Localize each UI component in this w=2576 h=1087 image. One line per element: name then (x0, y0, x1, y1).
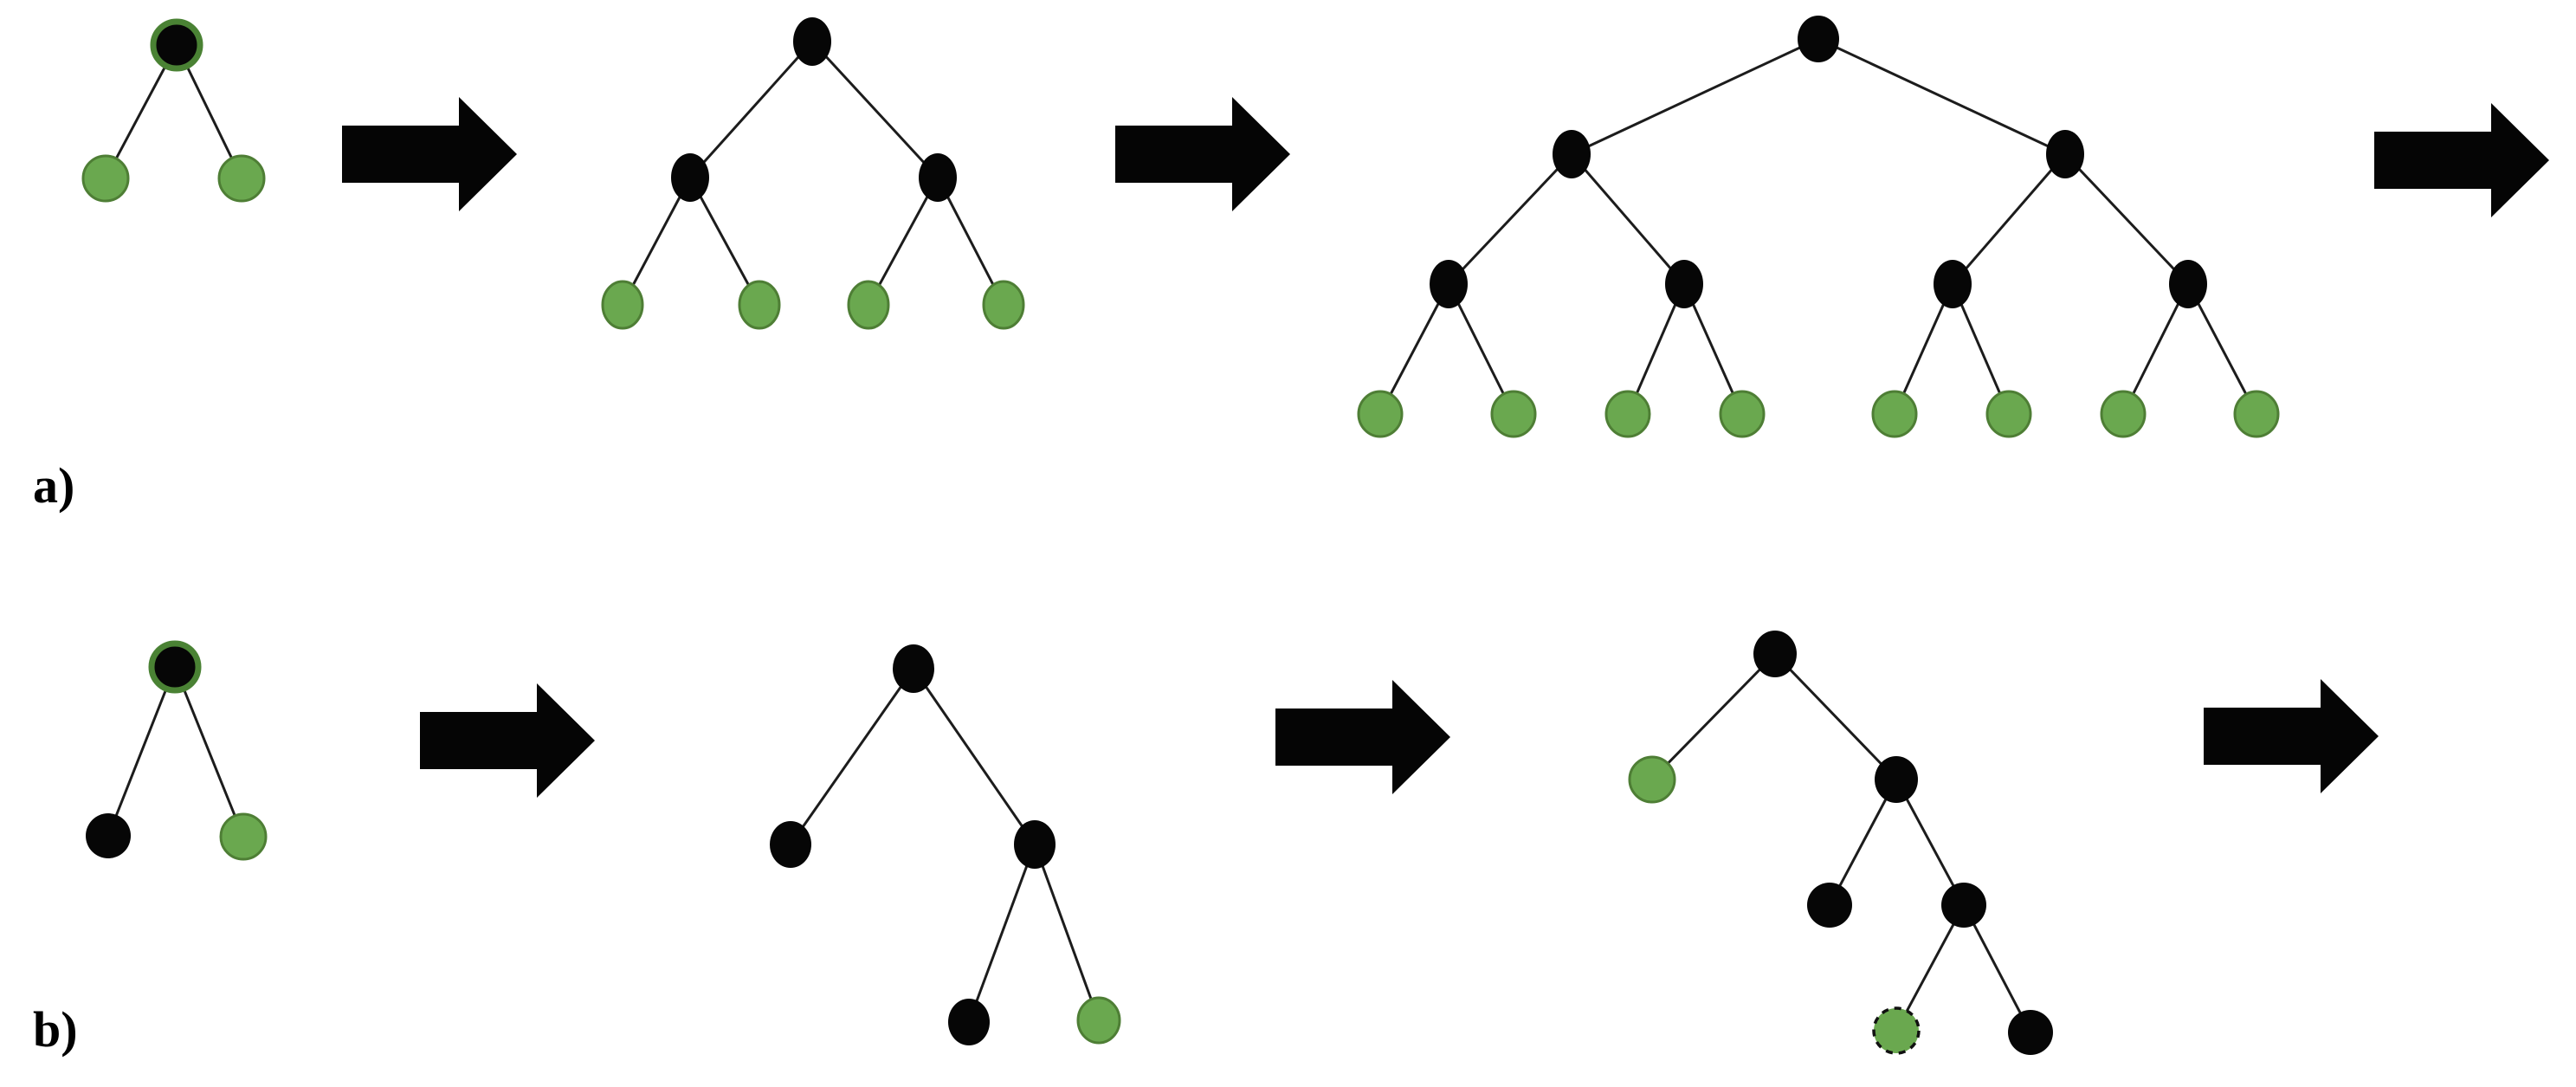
tree-edge (867, 177, 939, 306)
internal-node-black (1553, 130, 1591, 178)
leaf-node-green (1628, 755, 1676, 804)
tree-edge (1447, 152, 1573, 286)
internal-node-black (1430, 260, 1468, 308)
row-label-a: a) (33, 457, 74, 514)
tree-row-a (81, 16, 2549, 438)
leaf-node-green (982, 280, 1025, 330)
row-label-b: b) (33, 1001, 78, 1058)
tree-edge (810, 40, 939, 179)
leaf-node-green (847, 280, 890, 330)
tree-edge (1962, 904, 2032, 1033)
tree-edge (688, 40, 814, 179)
leaf-node-green (2100, 390, 2147, 438)
tree-edge (2063, 152, 2190, 286)
internal-node-black (2008, 1010, 2053, 1055)
tree-step-1-degenerate (86, 640, 268, 861)
tree-edge (1951, 153, 2067, 285)
tree-edge (1447, 283, 1515, 415)
growth-step-arrow-icon (2374, 103, 2549, 217)
tree-step-2-balanced (601, 17, 1025, 330)
tree-edge (688, 177, 761, 306)
leaf-node-green (738, 280, 781, 330)
internal-node-black (2046, 130, 2084, 178)
leaf-node-green (1490, 390, 1537, 438)
internal-node-black (793, 17, 831, 66)
tree-edge (621, 177, 692, 306)
internal-node-black (671, 153, 709, 202)
root-node-black-green-ring (150, 18, 203, 72)
leaf-node-green (1719, 390, 1766, 438)
leaf-node-green (1985, 390, 2032, 438)
tree-edge (1817, 37, 2066, 156)
leaf-node-green (1076, 996, 1121, 1045)
leaf-node-green (1357, 390, 1404, 438)
internal-node-black (1014, 820, 1056, 869)
tree-row-b (86, 631, 2379, 1055)
internal-node-black (86, 813, 131, 858)
internal-node-black (1665, 260, 1703, 308)
internal-node-black (1934, 260, 1972, 308)
tree-edge (912, 668, 1036, 845)
leaf-node-green (217, 154, 266, 203)
leaf-node-green (219, 812, 268, 861)
internal-node-black (1807, 883, 1852, 928)
internal-node-black (893, 644, 934, 693)
growth-step-arrow-icon (342, 97, 517, 211)
tree-edge (1650, 652, 1777, 781)
growth-step-arrow-icon (1275, 680, 1450, 794)
tree-edge (2121, 283, 2190, 415)
tree-edge (1570, 153, 1686, 285)
internal-node-black (1875, 756, 1918, 803)
tree-edge (1571, 37, 1819, 156)
diagram-content (81, 16, 2549, 1055)
tree-step-3-balanced (1357, 16, 2280, 438)
tree-edge (1773, 652, 1898, 781)
tree-edge (1895, 904, 1966, 1032)
growth-step-arrow-icon (1115, 97, 1290, 211)
tree-edge (967, 844, 1036, 1023)
tree-step-1-balanced (81, 18, 266, 203)
internal-node-black (1941, 883, 1986, 928)
internal-node-black (770, 821, 811, 868)
tree-edge (107, 666, 177, 837)
growth-step-arrow-icon (2204, 679, 2379, 793)
tree-edge (173, 666, 245, 838)
growth-step-arrow-icon (420, 683, 595, 798)
tree-edge (936, 177, 1005, 306)
leaf-node-green (601, 280, 644, 330)
internal-node-black (2169, 260, 2207, 308)
leaf-node-green (1871, 390, 1918, 438)
leaf-node-green (2233, 390, 2280, 438)
internal-node-black (919, 153, 957, 202)
internal-node-black (948, 999, 990, 1045)
tree-step-3-degenerate (1628, 631, 2053, 1055)
tree-edge (1033, 844, 1101, 1021)
leaf-node-green-dashed (1872, 1006, 1921, 1055)
internal-node-black (1798, 16, 1839, 62)
internal-node-black (1753, 631, 1797, 677)
tree-edge (1895, 779, 1966, 906)
tree-edge (2186, 283, 2258, 415)
tree-edge (1378, 283, 1450, 415)
leaf-node-green (81, 154, 130, 203)
tree-edge (789, 668, 915, 845)
leaf-node-green (1604, 390, 1651, 438)
root-node-black-green-ring (148, 640, 202, 694)
tree-edge (1828, 779, 1898, 906)
tree-step-2-degenerate (770, 644, 1121, 1045)
